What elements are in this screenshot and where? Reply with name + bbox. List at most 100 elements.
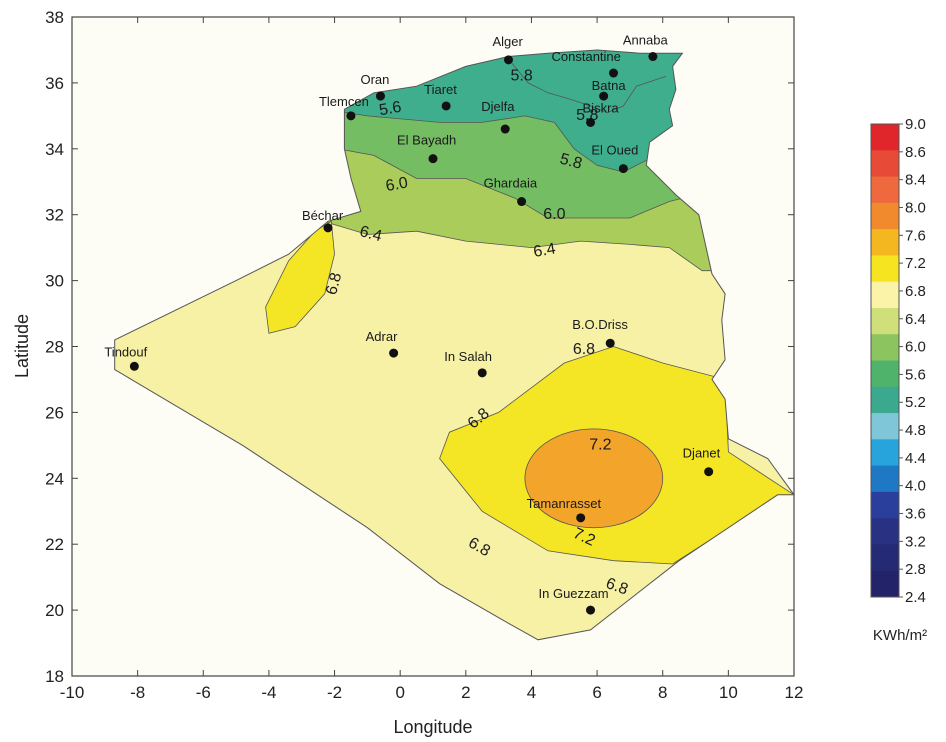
contour-label: 6.8 xyxy=(573,341,595,358)
y-tick-label: 28 xyxy=(45,338,64,357)
y-tick-label: 22 xyxy=(45,535,64,554)
colorbar-label: 2.8 xyxy=(905,561,926,578)
colorbar-segment xyxy=(871,202,899,230)
city-label: Djelfa xyxy=(481,99,515,114)
city-label: Djanet xyxy=(683,446,721,461)
city-label: Constantine xyxy=(552,49,621,64)
y-tick-label: 32 xyxy=(45,206,64,225)
x-tick-label: 4 xyxy=(527,683,536,702)
colorbar-label: 9.0 xyxy=(905,116,926,133)
city-marker xyxy=(375,91,385,101)
city-marker xyxy=(477,368,487,378)
colorbar-label: 7.6 xyxy=(905,227,926,244)
city-marker xyxy=(586,117,596,127)
colorbar-segment xyxy=(871,413,899,440)
colorbar-label: 3.2 xyxy=(905,533,926,550)
zone-7-6 xyxy=(524,428,664,529)
city-marker xyxy=(129,361,139,371)
city-marker xyxy=(599,91,609,101)
city-label: B.O.Driss xyxy=(572,317,628,332)
y-tick-label: 18 xyxy=(45,667,64,686)
colorbar-label: 4.8 xyxy=(905,422,926,439)
city-label: Béchar xyxy=(302,208,344,223)
contour-label: 6.0 xyxy=(543,206,565,223)
colorbar-label: 4.0 xyxy=(905,478,926,495)
colorbar-segment xyxy=(871,334,899,361)
colorbar-segment xyxy=(871,386,899,414)
colorbar-label: 8.0 xyxy=(905,199,926,216)
contour-label: 6.8 xyxy=(323,271,345,297)
colorbar-label: 6.0 xyxy=(905,339,926,356)
x-tick-label: -4 xyxy=(261,683,276,702)
city-label: Ghardaia xyxy=(484,176,538,191)
x-tick-label: 6 xyxy=(592,683,601,702)
city-label: Alger xyxy=(492,34,523,49)
y-tick-label: 34 xyxy=(45,140,64,159)
colorbar-frame xyxy=(870,123,900,598)
colorbar-label: 3.6 xyxy=(905,506,926,523)
colorbar-segment xyxy=(871,281,899,309)
contour-label: 6.4 xyxy=(532,240,557,261)
city-label: Annaba xyxy=(623,33,669,48)
colorbar-segment xyxy=(871,150,899,178)
colorbar-segment xyxy=(871,439,899,467)
x-tick-label: -10 xyxy=(60,683,85,702)
x-tick-label: 10 xyxy=(719,683,738,702)
city-marker xyxy=(609,68,618,78)
city-label: Adrar xyxy=(366,329,398,344)
colorbar-label: 5.6 xyxy=(905,366,926,383)
contour-label: 6.0 xyxy=(384,174,409,195)
y-tick-label: 26 xyxy=(45,403,64,422)
city-label: Tiaret xyxy=(424,82,457,97)
city-marker xyxy=(503,55,513,65)
city-marker xyxy=(346,111,356,121)
x-tick-label: 0 xyxy=(395,683,404,702)
city-label: Batna xyxy=(592,78,627,93)
colorbar-label: 2.4 xyxy=(905,589,926,606)
colorbar-unit: KWh/m² xyxy=(873,627,927,644)
x-tick-label: 2 xyxy=(461,683,470,702)
city-marker xyxy=(618,164,628,174)
city-label: In Guezzam xyxy=(539,586,609,601)
y-tick-label: 36 xyxy=(45,74,64,93)
colorbar-segment xyxy=(871,255,899,283)
contour-label: 6.8 xyxy=(604,575,631,599)
contour-label: 5.8 xyxy=(558,151,584,173)
colorbar-label: 6.8 xyxy=(905,283,926,300)
y-tick-label: 38 xyxy=(45,8,64,27)
x-tick-label: -2 xyxy=(327,683,342,702)
contour-label: 5.8 xyxy=(510,68,532,85)
city-marker xyxy=(586,605,596,615)
y-tick-label: 30 xyxy=(45,272,64,291)
colorbar-segment xyxy=(871,570,899,598)
city-label: Biskra xyxy=(583,100,620,115)
colorbar: 9.08.68.48.07.67.26.86.46.05.65.24.84.44… xyxy=(870,116,926,606)
zone-bechar-6-8 xyxy=(265,220,335,334)
y-tick-label: 20 xyxy=(45,601,64,620)
contour-5-8 xyxy=(511,62,667,114)
city-marker xyxy=(389,348,399,358)
country-outline xyxy=(114,49,795,641)
city-label: In Salah xyxy=(444,349,492,364)
city-marker xyxy=(428,154,438,164)
colorbar-label: 4.4 xyxy=(905,450,926,467)
colorbar-label: 6.4 xyxy=(905,311,926,328)
colorbar-segment xyxy=(871,360,899,388)
contour-label: 5.6 xyxy=(378,99,403,120)
city-label: El Bayadh xyxy=(397,133,456,148)
city-marker xyxy=(605,338,615,348)
colorbar-segment xyxy=(871,307,899,335)
x-tick-label: -6 xyxy=(196,683,211,702)
city-marker xyxy=(517,197,527,207)
x-axis-title: Longitude xyxy=(393,717,472,737)
colorbar-segment xyxy=(871,124,899,151)
colorbar-segment xyxy=(871,176,899,204)
city-marker xyxy=(500,124,510,134)
colorbar-label: 5.2 xyxy=(905,394,926,411)
x-tick-label: -8 xyxy=(130,683,145,702)
contour-label: 6.4 xyxy=(358,223,384,245)
